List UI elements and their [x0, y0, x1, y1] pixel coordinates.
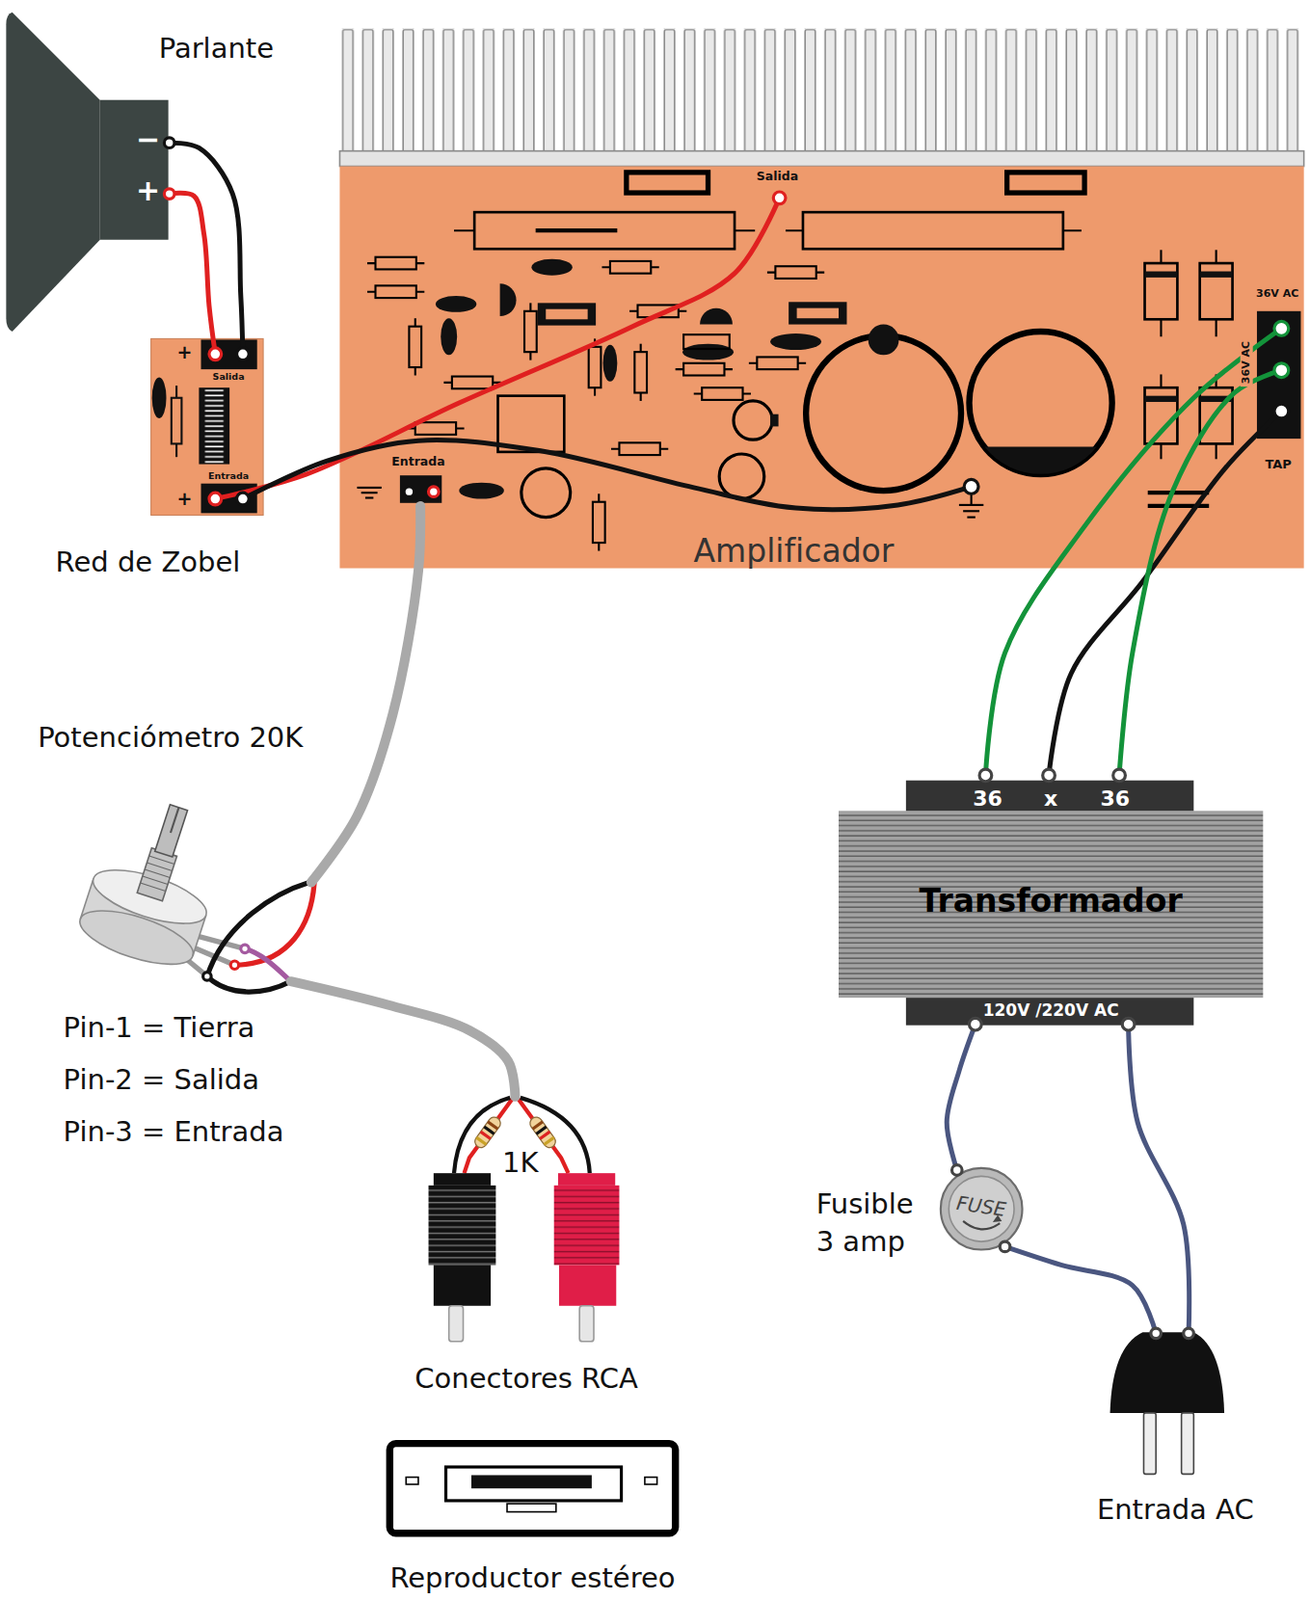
fuse: FUSE Fusible 3 amp [810, 1160, 1031, 1266]
amplifier-board: Amplificador SalidaEntrada 36V AC 36V AC TAP [339, 26, 1305, 576]
connectors [169, 142, 1283, 1334]
green-wire [1119, 370, 1282, 776]
resistor-value: 1K [502, 1147, 538, 1179]
terminal-label: Entrada [391, 454, 445, 469]
speaker-drawing [5, 12, 168, 332]
potentiometer-wires [207, 882, 315, 993]
red-wire [214, 197, 779, 499]
zobel-drawing [151, 338, 264, 515]
terminals [163, 137, 1288, 1339]
transformer: 36 x 36Transformador 120V /220V AC [834, 767, 1268, 1031]
mains-wire [1005, 1246, 1157, 1334]
part-title: Parlante [159, 32, 274, 65]
ac-plug-drawing [1110, 1332, 1226, 1474]
terminal-label: 36 [1100, 786, 1131, 811]
part-title: Transformador [919, 882, 1183, 920]
terminal-label: Salida [756, 169, 799, 184]
ac-plug: Entrada AC [1079, 1322, 1260, 1533]
part-title: Conectores RCA [414, 1363, 639, 1395]
board-title: Amplificador [693, 533, 894, 570]
terminal-label: Salida [213, 371, 245, 382]
part-title: Entrada AC [1096, 1495, 1255, 1527]
shielded-cable [311, 506, 421, 883]
part-title: Fusible 3 amp [816, 1185, 931, 1261]
black-wire [169, 142, 243, 354]
part-title: Reproductor estéreo [389, 1563, 675, 1596]
pin-note: Pin-2 = Salida [63, 1064, 260, 1097]
green-wire [985, 328, 1282, 776]
zobel-board: Red de Zobel + SalidaEntrada + [40, 332, 271, 586]
pin-note: Pin-1 = Tierra [63, 1012, 256, 1044]
fuse-drawing [940, 1168, 1023, 1251]
polarity-mark: + [135, 174, 161, 209]
terminal-label: x [1043, 786, 1058, 811]
speaker: Parlante − + [3, 5, 292, 331]
stereo-player: Reproductor estéreo [377, 1436, 687, 1600]
terminal-label: 36V AC [1240, 338, 1254, 387]
mains-wire [1128, 1024, 1190, 1335]
part-title: Red de Zobel [55, 547, 241, 580]
mains-wire [946, 1024, 976, 1171]
terminal-label: TAP [1264, 456, 1291, 472]
red-wire [169, 192, 216, 354]
pin-note: Pin-3 = Entrada [63, 1116, 285, 1149]
rca-connectors: Conectores RCA [396, 1083, 664, 1402]
amplifier-drawing [339, 28, 1304, 569]
part-title: Potenciómetro 20K [37, 722, 303, 755]
shielded-cable [291, 981, 516, 1097]
black-wire [1048, 411, 1282, 776]
black-wire [242, 440, 972, 510]
polarity-mark: − [135, 123, 161, 158]
transformer-drawing [838, 780, 1263, 1026]
terminal-label: 36V AC [1256, 287, 1299, 300]
terminal-label: 120V /220V AC [983, 1001, 1120, 1021]
potentiometer: Potenciómetro 20K [30, 718, 340, 996]
stereo-player-drawing [389, 1443, 675, 1534]
polarity-mark: + [177, 488, 193, 510]
rca-drawing [428, 1097, 620, 1342]
fuse-marking: FUSE [955, 1192, 1008, 1222]
terminal-label: 36 [972, 786, 1003, 811]
polarity-mark: + [177, 342, 193, 364]
terminal-label: Entrada [208, 471, 249, 482]
